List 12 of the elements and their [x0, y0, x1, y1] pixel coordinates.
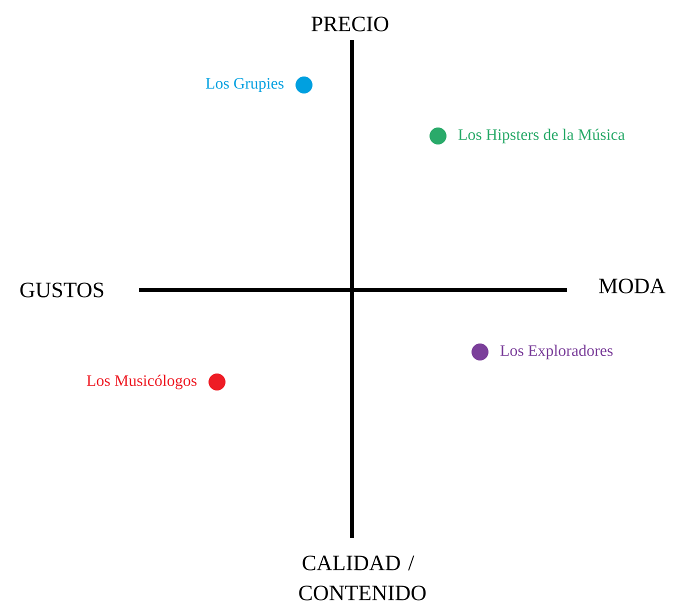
point-label: Los Grupies: [206, 78, 284, 92]
data-point: [296, 76, 312, 94]
point-label: Los Musicólogos: [86, 374, 197, 390]
data-point: [208, 374, 226, 390]
data-point: [472, 344, 488, 360]
axis-label: PRECIO: [312, 16, 388, 32]
point-label: Los Hipsters de la Música: [458, 128, 625, 144]
axis-label: GUSTOS: [20, 282, 104, 298]
axis-label: MODA: [599, 278, 666, 294]
point-label: Los Exploradores: [500, 344, 613, 360]
data-point: [430, 128, 446, 144]
axis-label: CALIDAD / CONTENIDO: [299, 556, 426, 600]
